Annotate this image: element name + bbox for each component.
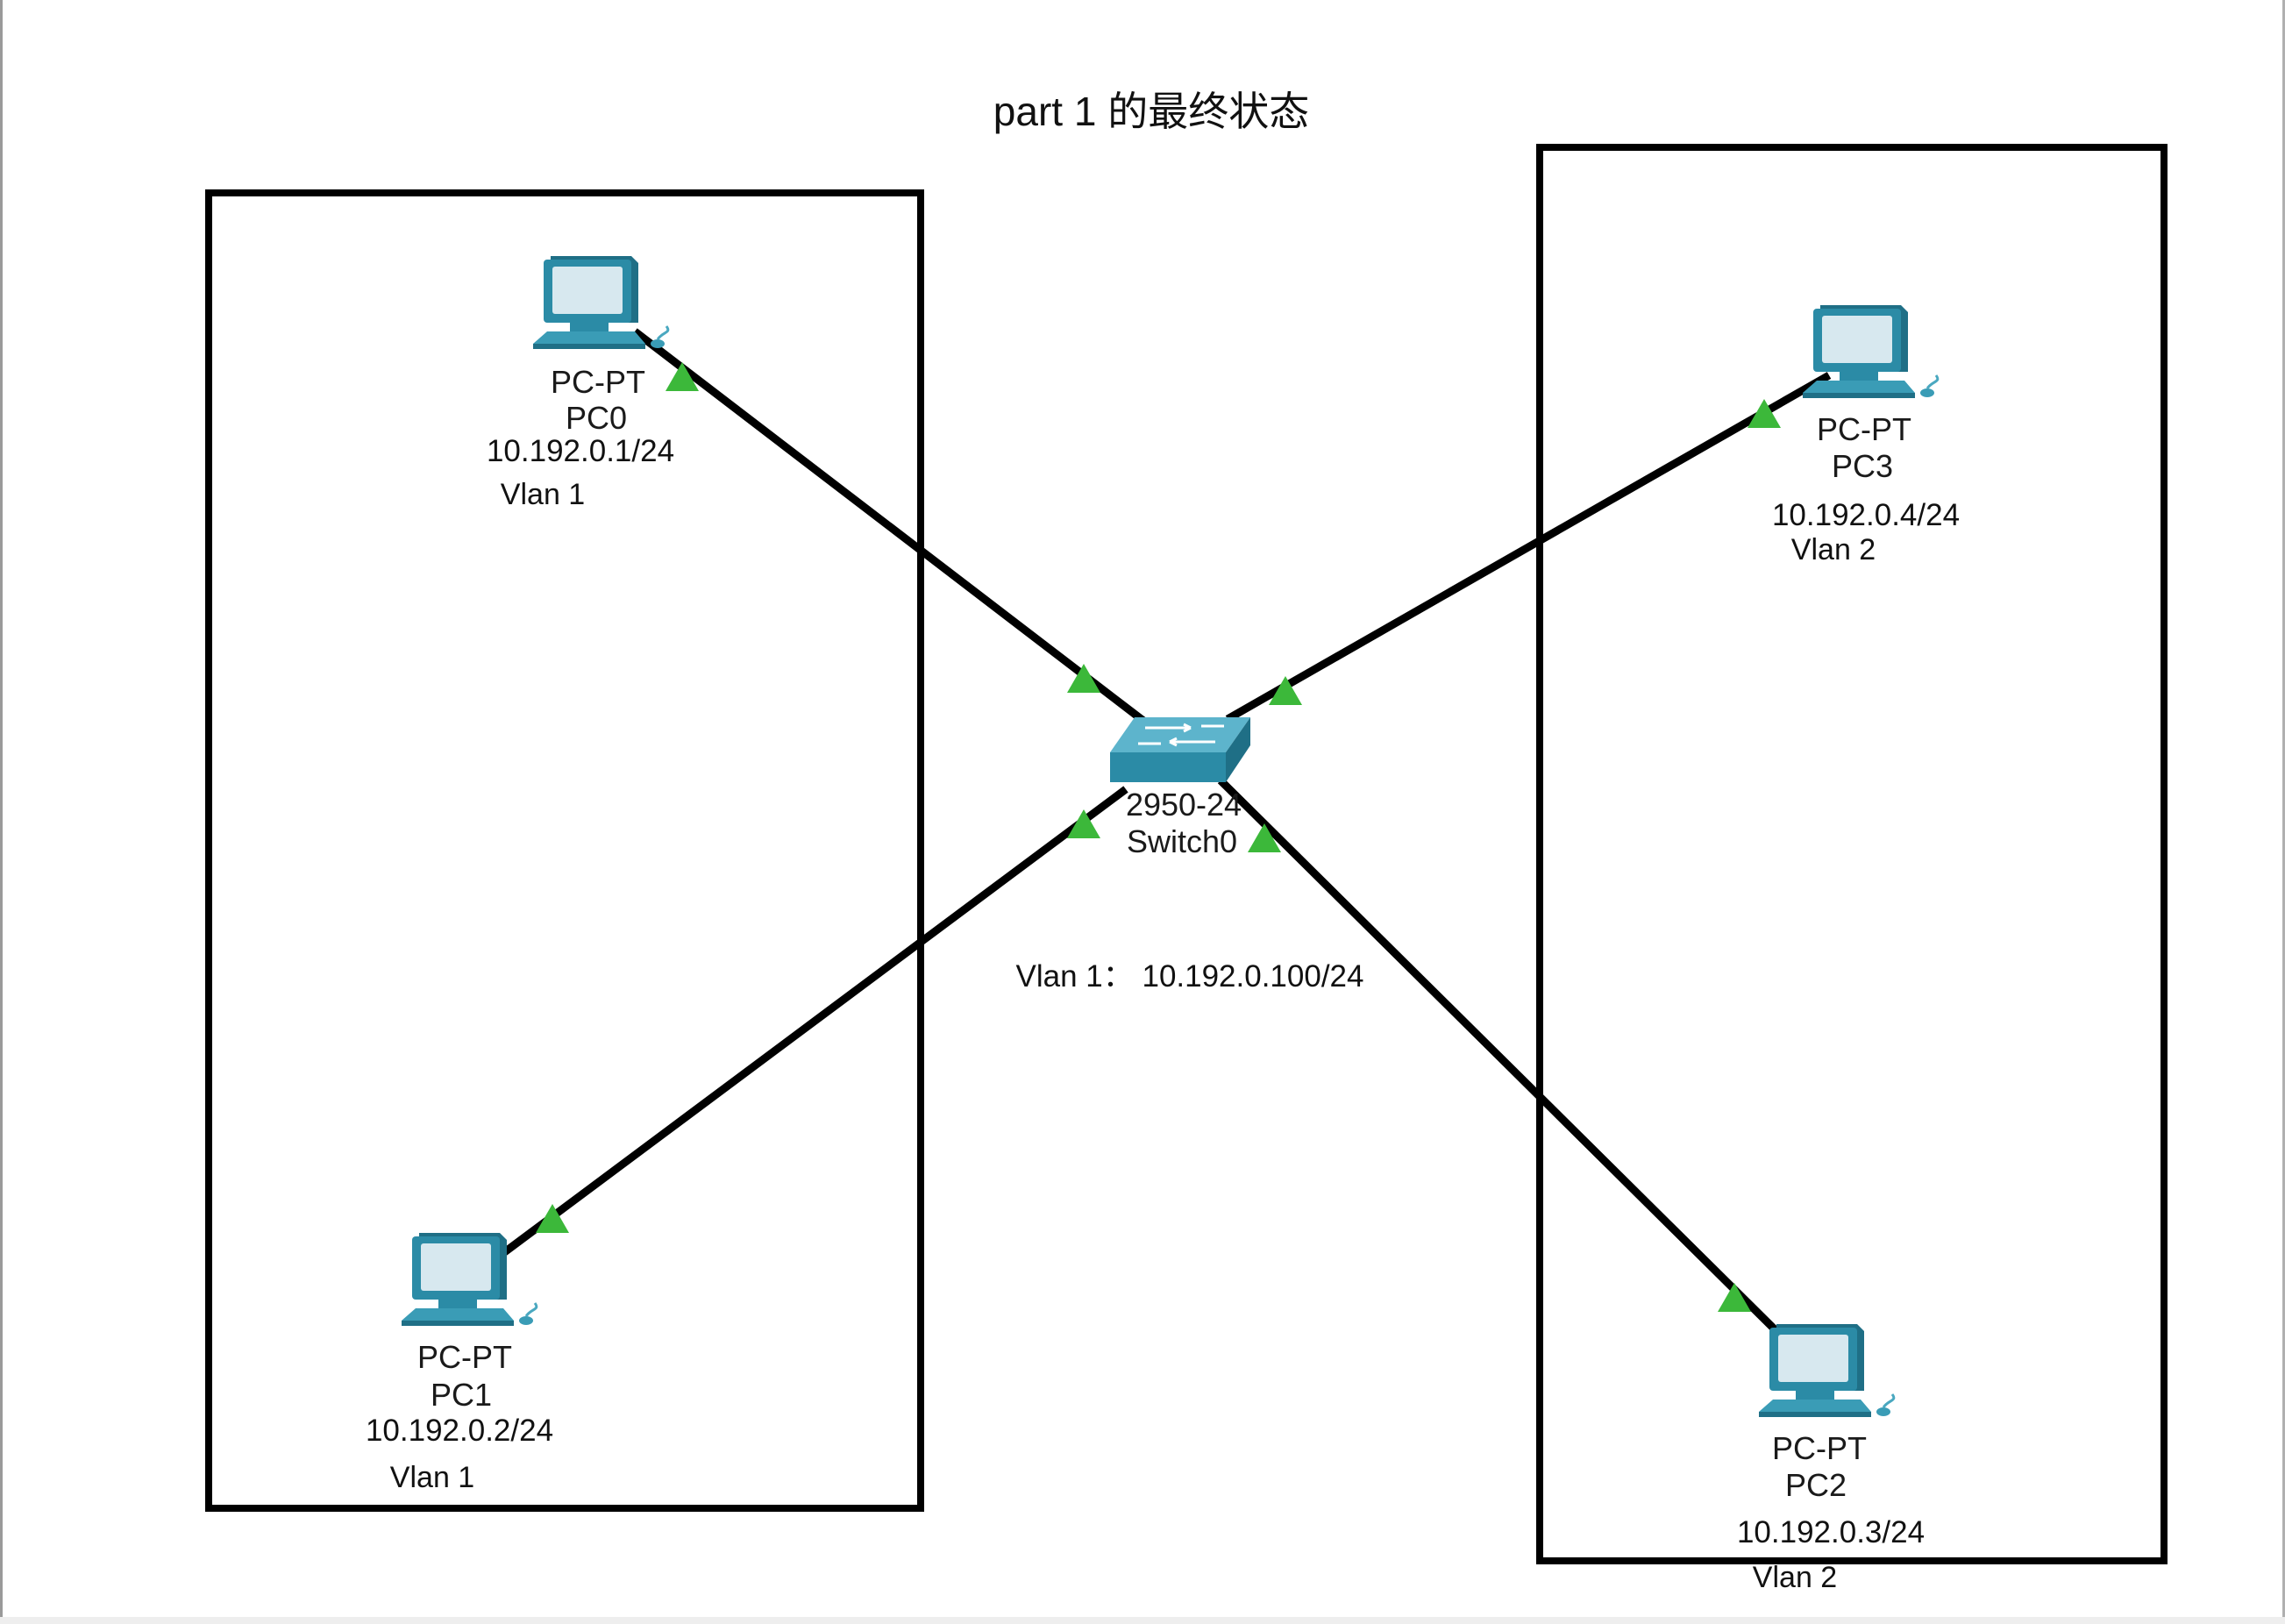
pc2-pc-icon[interactable] [1757,1322,1896,1419]
pc2-name-label: PC2 [1784,1467,1847,1503]
pc0-type-label: PC-PT [551,364,645,400]
switch0-name-label: Switch0 [1126,823,1238,859]
pc3-vlan-label: Vlan 2 [1790,533,1876,566]
pc0-ip-label: 10.192.0.1/24 [486,434,675,468]
pc1-vlan-label: Vlan 1 [389,1461,475,1494]
pc3-type-label: PC-PT [1817,411,1911,447]
window-right-edge [2282,0,2285,1624]
pc3-ip-label: 10.192.0.4/24 [1771,498,1961,532]
switch0-type-label: 2950-24 [1125,787,1242,823]
pc2-ip-label: 10.192.0.3/24 [1736,1515,1926,1549]
pc2-type-label: PC-PT [1772,1430,1867,1466]
pc1-name-label: PC1 [430,1377,493,1413]
link-pc0-switch0 [632,328,1153,730]
window-bottom-edge [0,1617,2285,1624]
pc2-vlan-label: Vlan 2 [1752,1561,1838,1594]
pc0-name-label: PC0 [565,400,628,436]
pc1-type-label: PC-PT [417,1339,512,1375]
link-pc3-switch0 [1225,372,1832,723]
switch0-vlan-ip-annotation: Vlan 1： 10.192.0.100/24 [1015,959,1364,994]
vlan2-group-box [1536,144,2168,1564]
pc1-ip-label: 10.192.0.2/24 [365,1414,554,1448]
switch0-switch-icon[interactable] [1108,716,1252,784]
pc3-pc-icon[interactable] [1801,303,1940,400]
link-pc2-switch0 [1217,777,1783,1338]
pc0-pc-icon[interactable] [531,254,670,351]
pc0-vlan-label: Vlan 1 [500,478,586,511]
window-left-edge [0,0,3,1624]
link-pc1-switch0 [497,786,1128,1259]
diagram-title: part 1 的最终状态 [993,89,1310,134]
pc3-name-label: PC3 [1831,448,1894,484]
vlan1-group-box [205,189,924,1512]
